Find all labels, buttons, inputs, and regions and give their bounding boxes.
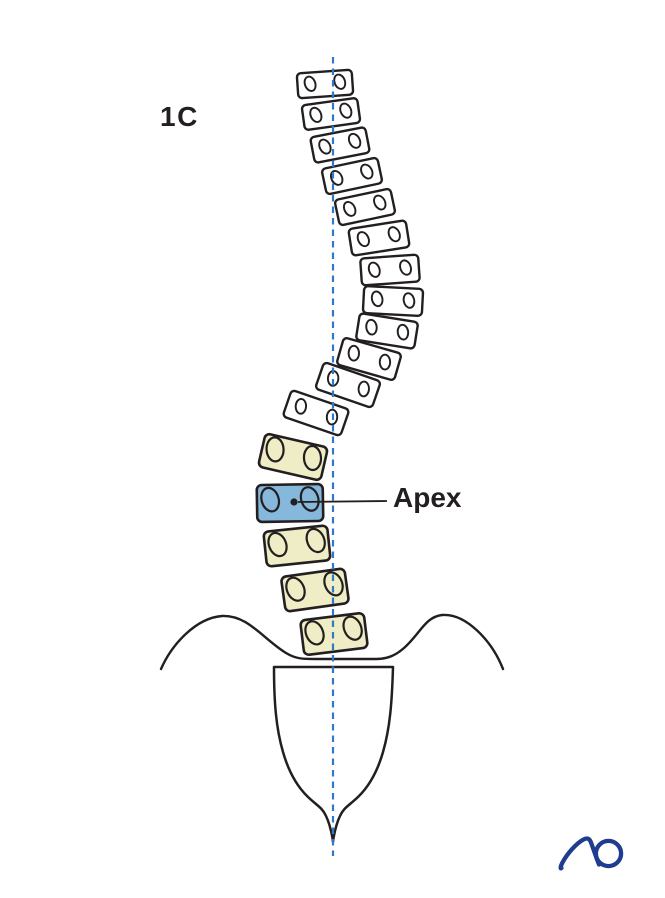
pedicle-oval — [294, 397, 308, 415]
vertebra — [359, 253, 421, 287]
apex-leader — [290, 498, 388, 506]
pedicle-oval — [342, 201, 357, 217]
apex-leader-line — [297, 500, 388, 503]
pedicle-oval — [302, 444, 323, 472]
pedicle-oval — [329, 170, 344, 186]
pedicle-oval — [285, 576, 306, 602]
pedicle-oval — [367, 261, 381, 278]
vertebra — [355, 312, 419, 350]
vertebra — [280, 567, 350, 613]
pedicle-oval — [360, 163, 374, 180]
vertebra — [333, 187, 397, 227]
pedicle-oval — [339, 102, 353, 119]
pedicle-oval — [373, 194, 387, 211]
pedicle-oval — [267, 531, 288, 558]
pedicle-oval — [323, 571, 344, 597]
pedicle-oval — [365, 318, 378, 336]
vertebrae-layer — [255, 68, 425, 656]
vertebra — [257, 432, 329, 482]
vertebra — [314, 361, 382, 409]
vertebra — [282, 389, 350, 437]
vertebra — [320, 156, 384, 196]
vertebra — [262, 524, 332, 568]
vertebra — [336, 337, 402, 381]
apex-leader-dot — [290, 498, 298, 506]
pedicle-oval — [333, 73, 347, 90]
pedicle-oval — [260, 486, 281, 513]
vertebra — [300, 97, 362, 131]
vertebra — [309, 126, 371, 164]
vertebra — [295, 68, 355, 100]
pedicle-oval — [347, 344, 360, 362]
pedicle-oval — [265, 436, 285, 463]
pedicle-oval — [357, 380, 370, 398]
pedicle-oval — [325, 408, 339, 426]
ao-logo — [558, 836, 624, 871]
pedicle-oval — [396, 323, 410, 341]
pedicle-oval — [318, 138, 332, 155]
vertebra — [361, 284, 425, 318]
pedicle-oval — [399, 259, 412, 276]
figure-label: 1C — [160, 101, 199, 132]
pedicle-oval — [347, 132, 362, 149]
pedicle-oval — [342, 615, 363, 641]
pedicle-oval — [303, 75, 317, 92]
pedicle-oval — [305, 527, 326, 554]
pedicle-oval — [402, 292, 416, 309]
apex-label: Apex — [393, 482, 462, 513]
pedicle-oval — [378, 353, 392, 371]
logo-letter-a-icon — [558, 836, 602, 871]
apex-vertebra — [255, 482, 325, 524]
pedicle-oval — [370, 290, 384, 308]
pedicle-oval — [304, 620, 325, 646]
logo-letter-o-icon — [593, 838, 624, 869]
vertebra — [347, 219, 411, 257]
pelvis-outline — [159, 613, 505, 671]
pedicle-oval — [356, 231, 370, 248]
pedicle-oval — [309, 106, 323, 123]
pedicle-oval — [387, 226, 401, 243]
